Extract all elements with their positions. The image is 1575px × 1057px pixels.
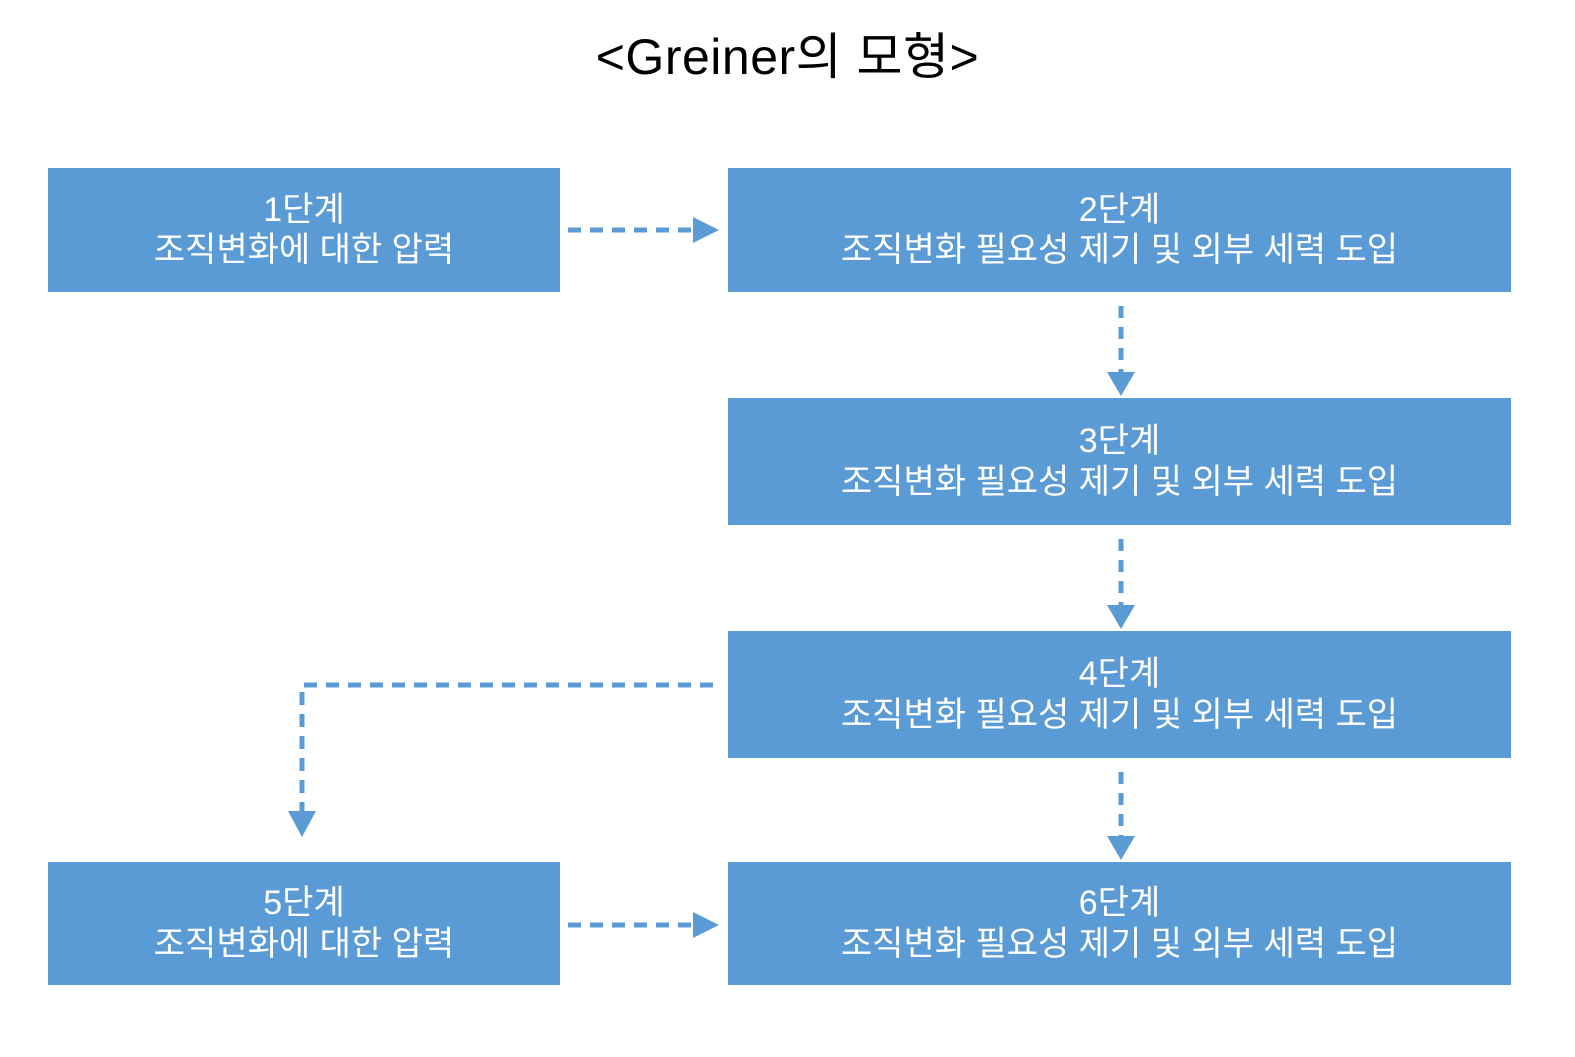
connector-stage4-to-stage5-feedback bbox=[288, 682, 713, 837]
arrowhead-down-icon bbox=[1107, 836, 1135, 860]
stage-box-6-description: 조직변화 필요성 제기 및 외부 세력 도입 bbox=[840, 924, 1399, 963]
stage-box-3-description: 조직변화 필요성 제기 및 외부 세력 도입 bbox=[840, 462, 1399, 501]
arrowhead-down-icon bbox=[288, 811, 316, 837]
stage-box-4-title: 4단계 bbox=[1078, 655, 1161, 694]
stage-box-6-title: 6단계 bbox=[1078, 884, 1161, 923]
stage-box-2-title: 2단계 bbox=[1078, 190, 1161, 229]
connector-stage3-to-stage4 bbox=[1107, 539, 1135, 629]
stage-box-4[interactable]: 4단계 조직변화 필요성 제기 및 외부 세력 도입 bbox=[728, 631, 1511, 758]
stage-box-1[interactable]: 1단계 조직변화에 대한 압력 bbox=[48, 168, 560, 292]
stage-box-5-title: 5단계 bbox=[263, 884, 345, 923]
stage-box-4-description: 조직변화 필요성 제기 및 외부 세력 도입 bbox=[840, 695, 1399, 734]
stage-box-5[interactable]: 5단계 조직변화에 대한 압력 bbox=[48, 862, 560, 985]
connector-stage4-to-stage6 bbox=[1107, 772, 1135, 860]
connector-stage5-to-stage6 bbox=[568, 912, 719, 938]
arrowhead-down-icon bbox=[1107, 372, 1135, 396]
stage-box-6[interactable]: 6단계 조직변화 필요성 제기 및 외부 세력 도입 bbox=[728, 862, 1511, 985]
page-title: <Greiner의 모형> bbox=[595, 29, 980, 85]
stage-box-2[interactable]: 2단계 조직변화 필요성 제기 및 외부 세력 도입 bbox=[728, 168, 1511, 292]
arrowhead-down-icon bbox=[1107, 605, 1135, 629]
arrowhead-right-icon bbox=[693, 912, 719, 938]
connector-stage2-to-stage3 bbox=[1107, 306, 1135, 396]
arrowhead-right-icon bbox=[693, 217, 719, 243]
stage-box-1-description: 조직변화에 대한 압력 bbox=[153, 231, 455, 269]
stage-box-1-title: 1단계 bbox=[263, 190, 345, 229]
stage-box-5-description: 조직변화에 대한 압력 bbox=[153, 924, 455, 963]
connector-stage1-to-stage2 bbox=[568, 217, 719, 243]
stage-box-3-title: 3단계 bbox=[1078, 422, 1161, 461]
connector-path bbox=[299, 682, 713, 813]
stage-box-2-description: 조직변화 필요성 제기 및 외부 세력 도입 bbox=[840, 231, 1399, 269]
stage-box-3[interactable]: 3단계 조직변화 필요성 제기 및 외부 세력 도입 bbox=[728, 398, 1511, 525]
